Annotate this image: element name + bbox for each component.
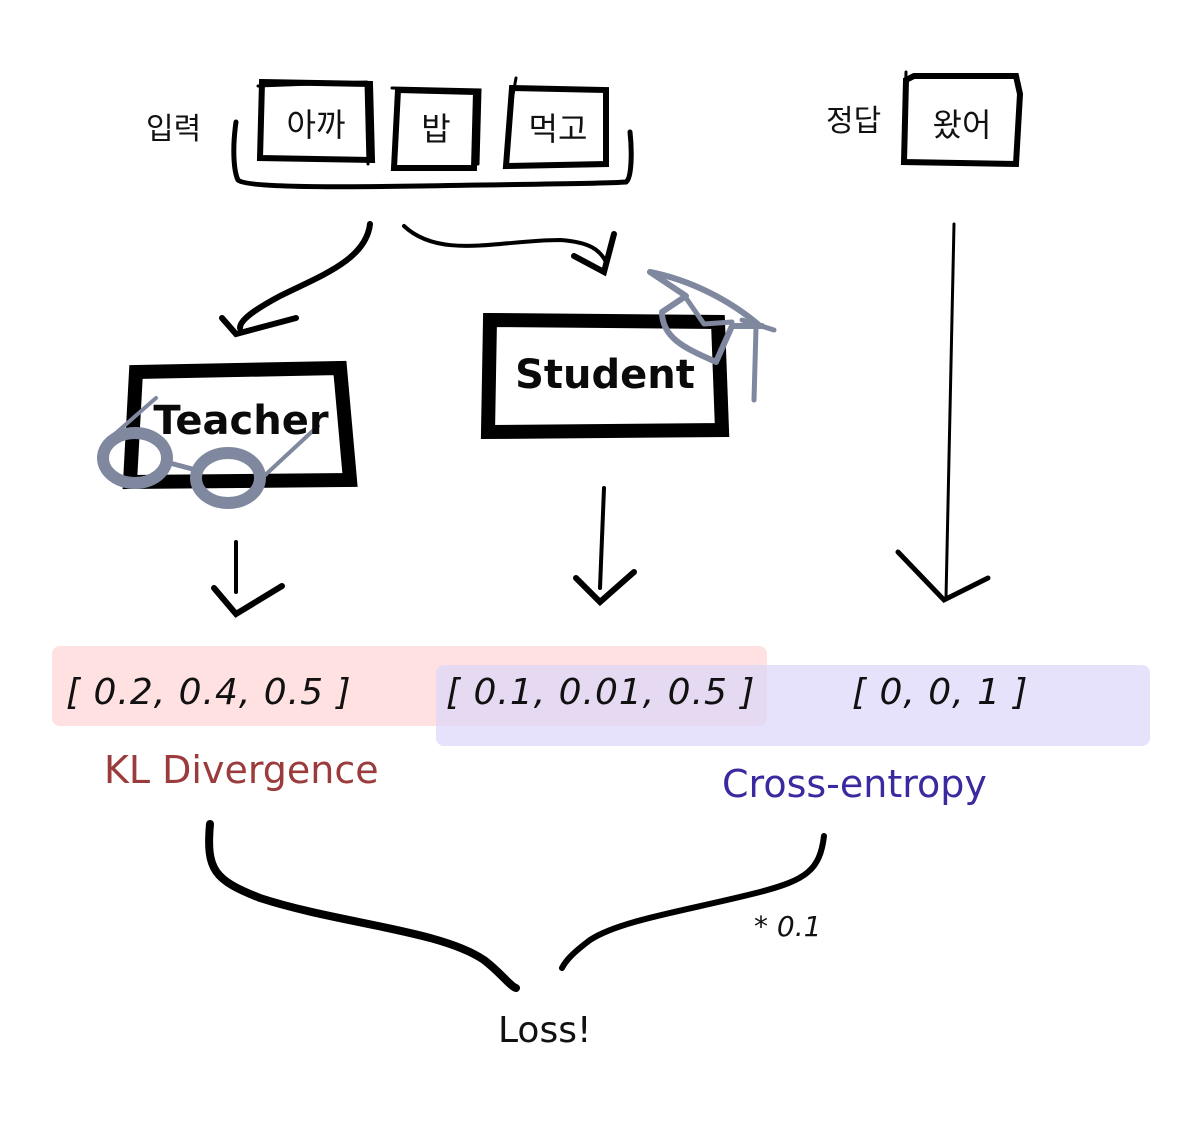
graduation-cap-icon — [647, 269, 777, 403]
glasses-icon — [97, 396, 320, 509]
input-bracket — [231, 119, 634, 190]
arrow-answer-output — [895, 222, 991, 604]
input-token-2: 밥 — [421, 110, 451, 148]
arrow-to-teacher — [219, 221, 373, 338]
total-loss-label: Loss! — [498, 1010, 592, 1051]
token-box-2 — [390, 86, 482, 171]
ce-highlight — [436, 665, 1150, 746]
token-box-1 — [256, 78, 376, 166]
teacher-box — [122, 360, 358, 490]
input-token-3: 먹고 — [528, 110, 588, 148]
teacher-output: [ 0.2, 0.4, 0.5 ] — [66, 672, 352, 713]
ce-weight-label: * 0.1 — [754, 910, 822, 943]
cross-entropy-label: Cross-entropy — [722, 762, 987, 806]
student-output: [ 0.1, 0.01, 0.5 ] — [446, 672, 756, 713]
token-box-3 — [502, 76, 609, 170]
kl-divergence-label: KL Divergence — [104, 748, 379, 792]
input-token-1: 아까 — [286, 106, 346, 144]
student-label: Student — [515, 352, 695, 398]
student-box — [480, 312, 730, 440]
loss-brace — [205, 820, 827, 992]
answer-token: 왔어 — [932, 106, 992, 144]
answer-label: 정답 — [826, 104, 882, 139]
arrow-student-output — [573, 486, 637, 607]
answer-box — [900, 70, 1024, 168]
input-label: 입력 — [146, 112, 202, 147]
teacher-label: Teacher — [153, 398, 329, 444]
arrow-teacher-output — [211, 540, 285, 618]
arrow-to-student — [402, 224, 617, 277]
target-output: [ 0, 0, 1 ] — [852, 672, 1029, 713]
